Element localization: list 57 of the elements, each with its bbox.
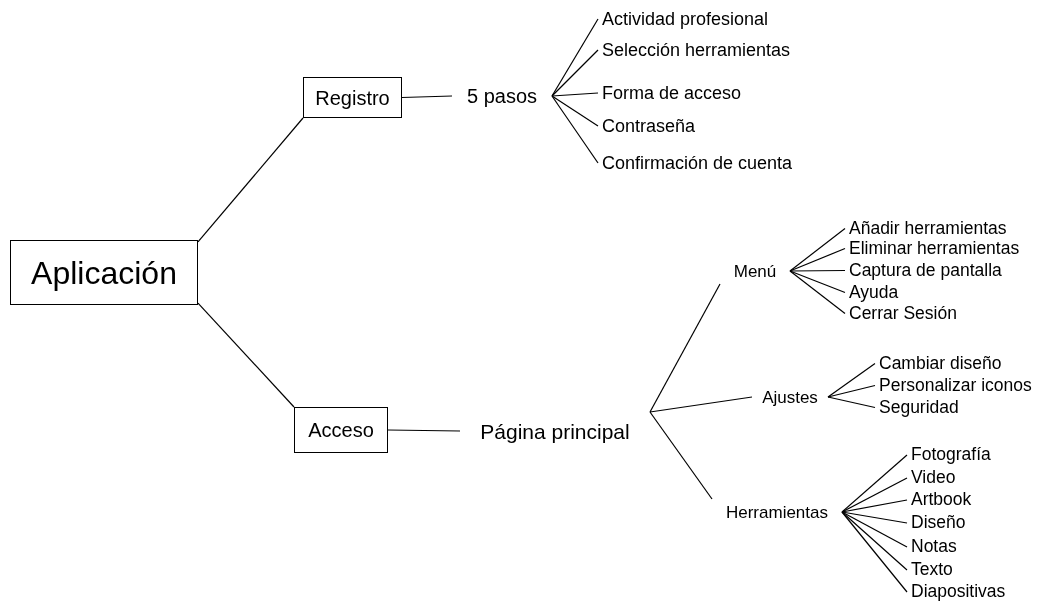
node-label: Registro <box>315 87 390 108</box>
connector-line <box>789 270 846 315</box>
connector-line <box>551 49 599 97</box>
connector-line <box>789 270 846 294</box>
node-label: Confirmación de cuenta <box>602 154 793 172</box>
node-label: Añadir herramientas <box>849 219 1007 238</box>
connector-line <box>841 477 908 513</box>
node-label: Cerrar Sesión <box>849 304 957 323</box>
connector-line <box>401 95 453 99</box>
node-label: Captura de pantalla <box>849 261 1002 280</box>
connector-line <box>197 302 295 408</box>
node-label: Herramientas <box>725 503 828 521</box>
connector-line <box>789 227 846 272</box>
node-label: Fotografía <box>911 446 991 464</box>
node-label: Forma de acceso <box>602 84 742 102</box>
node-label: Página principal <box>480 420 630 442</box>
process-box <box>10 240 198 305</box>
node-label: Texto <box>911 561 953 579</box>
connector-line <box>827 384 876 398</box>
node-label: Artbook <box>911 491 972 509</box>
node-label: Personalizar iconos <box>879 376 1032 395</box>
node-label: Ajustes <box>762 388 818 406</box>
connector-line <box>827 396 876 409</box>
connector-line <box>387 429 461 432</box>
connector-line <box>841 511 908 524</box>
connector-line <box>841 499 908 513</box>
connector-line <box>841 454 908 513</box>
connector-line <box>551 95 599 164</box>
node-label: Notas <box>911 538 957 556</box>
node-label: Selección herramientas <box>602 41 791 59</box>
connector-line <box>789 269 846 272</box>
connector-line <box>197 117 304 243</box>
node-label: Ayuda <box>849 283 899 302</box>
node-label: Contraseña <box>602 117 696 135</box>
node-label: Eliminar herramientas <box>849 239 1020 258</box>
node-label: Diseño <box>911 514 966 532</box>
connector-line <box>841 511 908 571</box>
connector-line <box>649 411 713 500</box>
node-label: Diapositivas <box>911 583 1006 601</box>
node-label: Cambiar diseño <box>879 354 1002 373</box>
process-box <box>303 77 402 118</box>
connector-line <box>649 396 753 413</box>
node-label: Aplicación <box>31 256 177 289</box>
connector-line <box>827 362 876 398</box>
connector-line <box>551 95 599 127</box>
node-label: Video <box>911 469 956 487</box>
node-label: Actividad profesional <box>602 10 769 28</box>
node-label: Seguridad <box>879 398 959 417</box>
node-label: 5 pasos <box>466 86 538 106</box>
connector-line <box>551 18 599 97</box>
connector-line <box>649 283 721 413</box>
connector-line <box>841 511 908 593</box>
process-box <box>294 407 388 453</box>
connector-line <box>789 247 846 272</box>
connector-line <box>551 92 599 97</box>
node-label: Acceso <box>308 420 374 440</box>
node-label: Menú <box>733 262 777 280</box>
